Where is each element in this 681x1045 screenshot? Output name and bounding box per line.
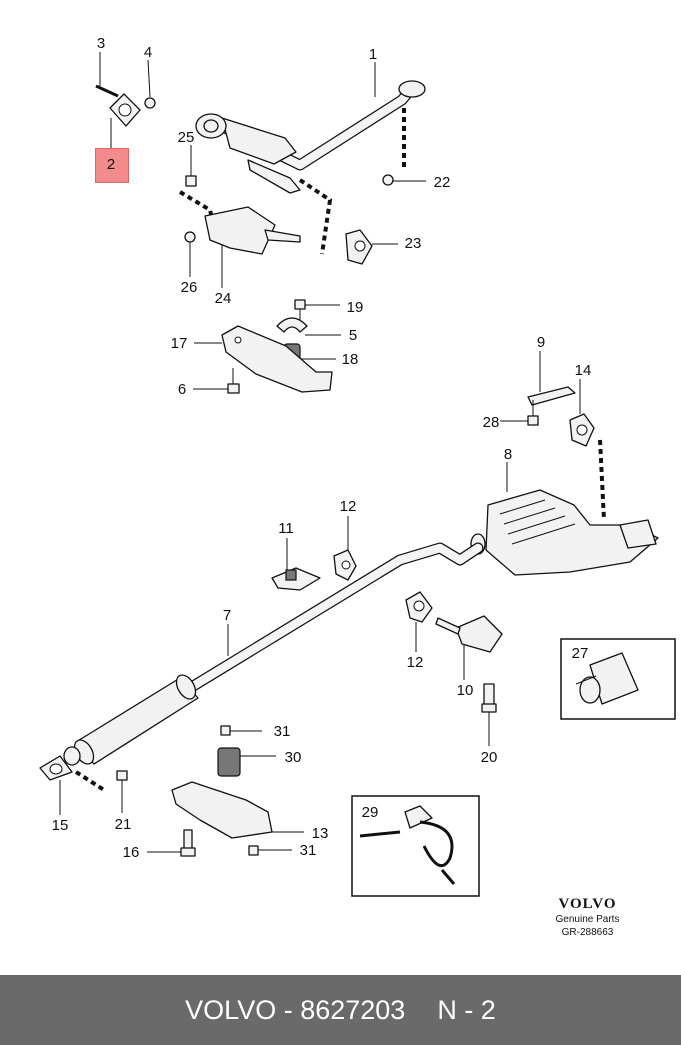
callout-20: 20 <box>481 749 498 766</box>
insulator-part-30 <box>217 747 276 777</box>
callout-13: 13 <box>312 825 329 842</box>
rubber-hanger-part-23 <box>345 229 398 265</box>
rubber-hanger-part-12a <box>333 516 357 581</box>
callout-10: 10 <box>457 682 474 699</box>
callout-28: 28 <box>483 414 500 431</box>
exhaust-system-diagram: 1 3 4 25 22 23 26 24 19 5 17 18 6 9 14 2… <box>39 35 676 897</box>
nut-part-31a <box>220 725 262 736</box>
callout-26: 26 <box>181 279 198 296</box>
rubber-hanger-part-12b <box>405 591 433 652</box>
footer-bar: VOLVO - 8627203 N - 2 <box>0 975 681 1045</box>
nut-part-31b <box>248 845 292 856</box>
callout-30: 30 <box>285 749 302 766</box>
flange-part-15 <box>39 746 106 815</box>
callout-23: 23 <box>405 235 422 252</box>
bolt-part-28 <box>500 400 539 426</box>
highlighted-part-marker <box>95 148 129 183</box>
callout-19: 19 <box>347 299 364 316</box>
callout-14: 14 <box>575 362 592 379</box>
callout-9: 9 <box>537 334 545 351</box>
stud-part-3 <box>95 52 119 98</box>
callout-17: 17 <box>171 335 188 352</box>
callout-24: 24 <box>215 290 232 307</box>
callout-3: 3 <box>97 35 105 52</box>
callout-15: 15 <box>52 817 69 834</box>
hanger-bracket-part-11 <box>271 538 321 591</box>
callout-31-upper: 31 <box>274 723 291 740</box>
callout-29: 29 <box>362 804 379 821</box>
rear-silencer-part-8 <box>470 462 659 576</box>
footer-position: N - 2 <box>437 994 496 1025</box>
callout-labels: 1 3 4 25 22 23 26 24 19 5 17 18 6 9 14 2… <box>52 35 592 861</box>
callout-7: 7 <box>223 607 231 624</box>
callout-12-lower: 12 <box>407 654 424 671</box>
logo-subtitle: Genuine Parts <box>555 914 620 925</box>
callout-6: 6 <box>178 381 186 398</box>
callout-16: 16 <box>123 844 140 861</box>
callout-25: 25 <box>178 129 195 146</box>
diagram-code: GR-288663 <box>561 927 614 938</box>
nut-part-4 <box>144 59 156 109</box>
rubber-hanger-part-14 <box>569 379 606 521</box>
bolt-part-19 <box>294 299 340 320</box>
callout-11: 11 <box>278 520 294 537</box>
bolt-part-20 <box>481 683 497 746</box>
logo-brand: VOLVO <box>558 896 617 912</box>
volvo-logo: VOLVO Genuine Parts GR-288663 <box>545 896 630 938</box>
bracket-part-9 <box>527 351 576 406</box>
bolt-part-16 <box>147 829 196 857</box>
callout-1: 1 <box>369 46 377 63</box>
inset-part-27 <box>560 638 676 720</box>
callout-21: 21 <box>115 816 132 833</box>
crossmember-part-13 <box>171 781 304 839</box>
bolt-part-25 <box>178 145 217 233</box>
callout-8: 8 <box>504 446 512 463</box>
footer-part-ref: VOLVO - 8627203 <box>185 994 406 1025</box>
bracket-part-10 <box>435 615 503 680</box>
callout-31-lower: 31 <box>300 842 317 859</box>
callout-12-upper: 12 <box>340 498 357 515</box>
callout-27: 27 <box>572 645 589 662</box>
bracket-part-24 <box>204 178 333 288</box>
nut-part-26 <box>184 231 196 277</box>
callout-22: 22 <box>434 174 451 191</box>
inset-part-29 <box>351 795 480 897</box>
callout-5: 5 <box>349 327 357 344</box>
callout-2-highlighted: 2 <box>106 156 116 173</box>
callout-18: 18 <box>342 351 359 368</box>
crossmember-part-17 <box>194 325 333 393</box>
bolt-part-6 <box>193 368 240 394</box>
clamp-part-5 <box>276 317 341 336</box>
callout-4: 4 <box>144 44 152 61</box>
center-silencer-part-7 <box>73 542 484 765</box>
gasket-part-2 <box>109 93 141 148</box>
bolt-part-21 <box>116 770 128 813</box>
front-pipe-part-1 <box>195 62 426 194</box>
nut-part-22 <box>382 174 426 186</box>
